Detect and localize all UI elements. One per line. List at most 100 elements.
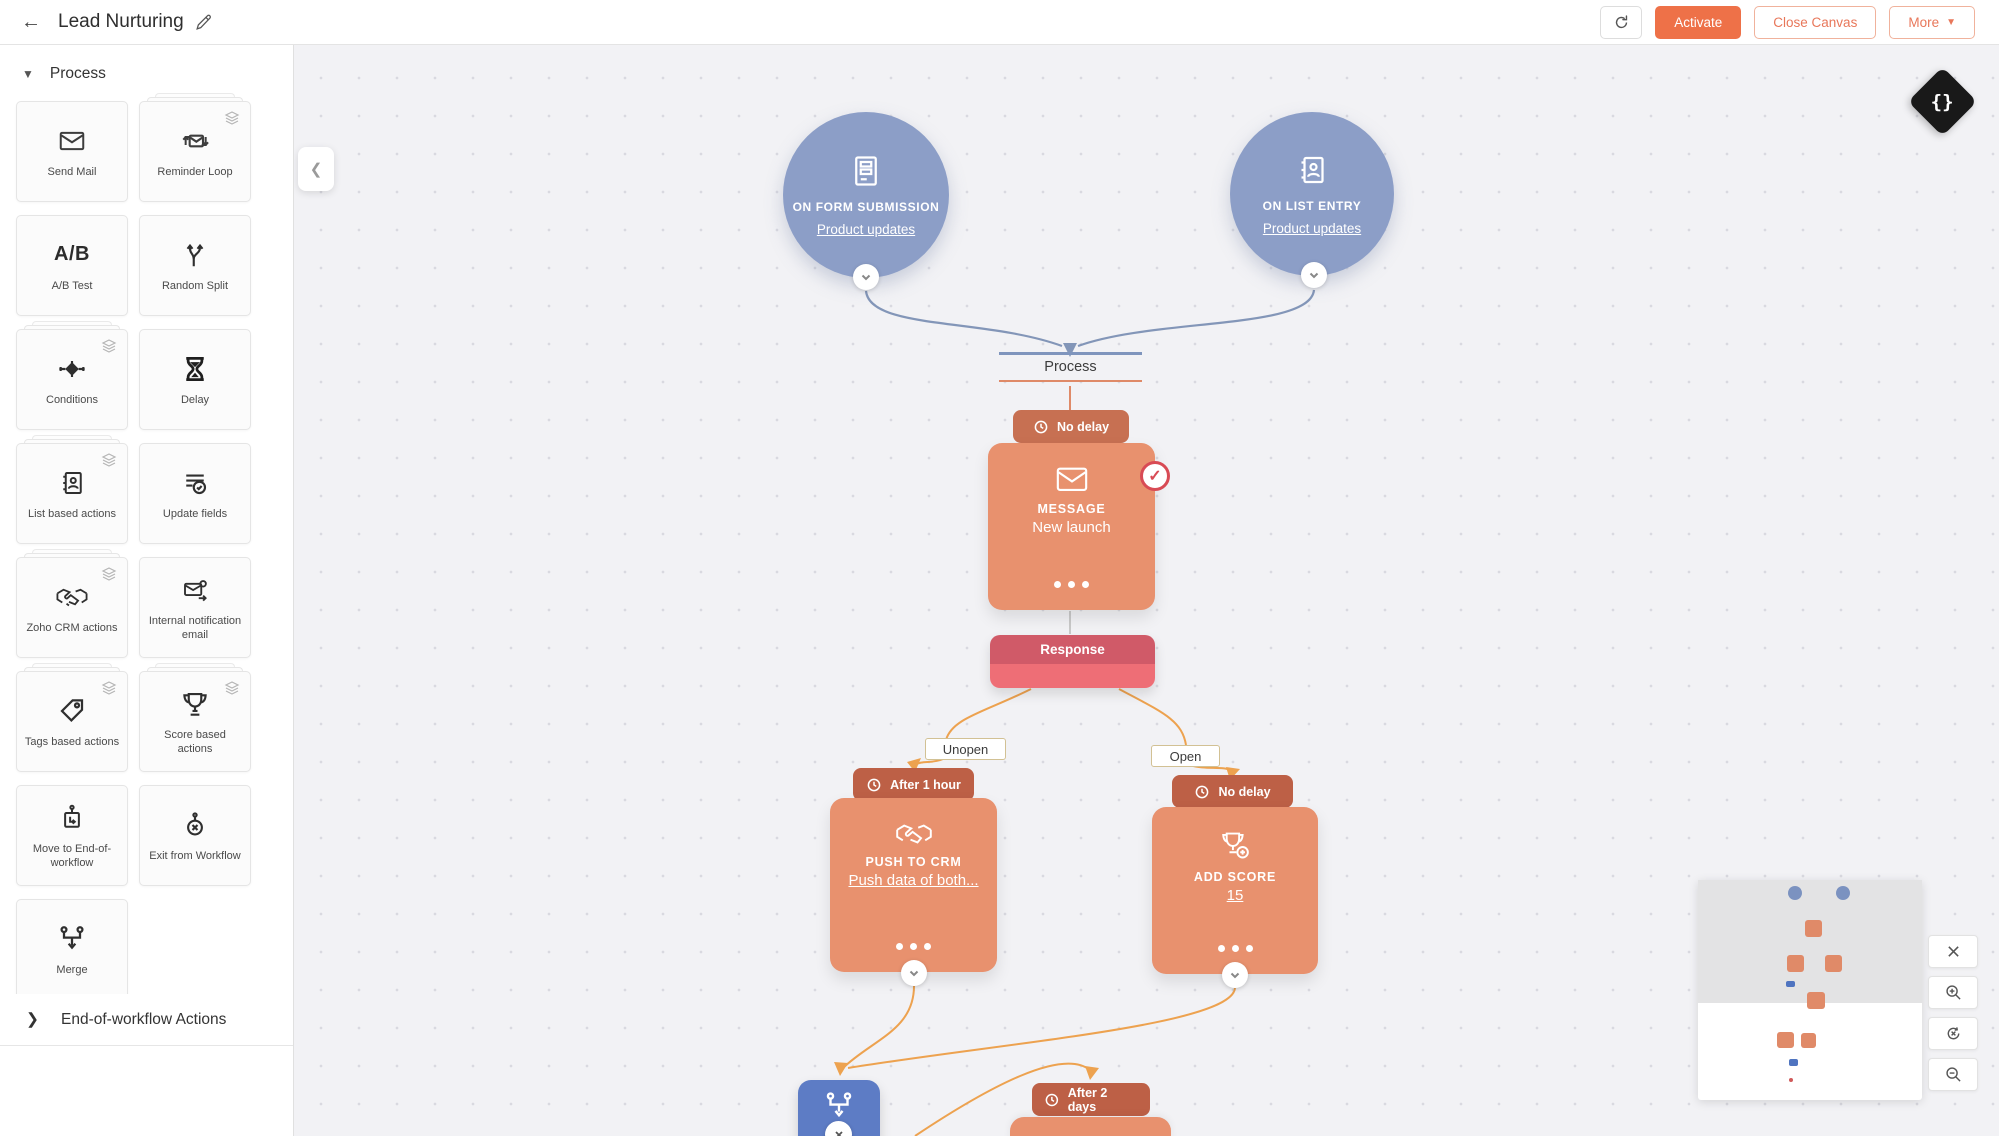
action-card-label: Internal notification email <box>148 614 242 641</box>
action-card-score-based-actions[interactable]: Score based actions <box>139 663 251 772</box>
action-card-internal-notification-email[interactable]: Internal notification email <box>139 557 251 658</box>
hourglass-icon <box>180 352 210 386</box>
action-card-update-fields[interactable]: Update fields <box>139 443 251 544</box>
zoom-in-button[interactable] <box>1928 976 1978 1009</box>
action-card-label: Merge <box>56 963 88 976</box>
back-button[interactable]: ← <box>18 9 44 35</box>
refresh-button[interactable] <box>1600 5 1643 39</box>
clock-icon <box>1034 420 1048 433</box>
node-menu-button[interactable] <box>1152 945 1318 952</box>
handshake-icon <box>55 580 89 614</box>
minimap[interactable] <box>1698 880 1922 1100</box>
eow-section-label: End-of-workflow Actions <box>61 1010 227 1028</box>
trigger-source-link[interactable]: Product updates <box>1262 221 1362 237</box>
delay-badge-no-delay-right[interactable]: No delay <box>1172 775 1293 808</box>
badge-label: After 2 days <box>1067 1085 1108 1114</box>
completed-check-badge: ✓ <box>1140 461 1170 491</box>
merge-icon <box>56 922 88 956</box>
badge-label: After 1 hour <box>890 777 961 792</box>
trophy-icon <box>180 687 210 721</box>
close-canvas-button[interactable]: Close Canvas <box>1754 5 1877 39</box>
minimap-viewport[interactable] <box>1698 880 1922 1003</box>
action-card-ab-test[interactable]: A/B A/B Test <box>16 215 128 316</box>
node-config-link[interactable]: Push data of both... <box>848 872 979 889</box>
delay-badge-after-1-hour[interactable]: After 1 hour <box>853 768 974 801</box>
action-card-move-to-eow[interactable]: Move to End-of-workflow <box>16 785 128 886</box>
action-card-label: List based actions <box>27 507 117 520</box>
edit-title-button[interactable] <box>194 13 213 32</box>
expand-node-button[interactable] <box>853 264 879 290</box>
action-card-exit-from-workflow[interactable]: Exit from Workflow <box>139 785 251 886</box>
add-score-node[interactable]: ADD SCORE 15 <box>1152 807 1318 974</box>
action-card-zoho-crm-actions[interactable]: Zoho CRM actions <box>16 549 128 658</box>
node-menu-button[interactable] <box>830 943 997 950</box>
expand-node-button[interactable] <box>1301 262 1327 288</box>
tag-icon <box>57 694 87 728</box>
action-card-conditions[interactable]: Conditions <box>16 321 128 430</box>
response-split-node[interactable]: Response <box>990 635 1155 688</box>
delay-badge-no-delay[interactable]: No delay <box>1013 410 1129 443</box>
trophy-plus-icon <box>1222 832 1249 859</box>
action-card-label: Update fields <box>162 507 228 520</box>
activate-button[interactable]: Activate <box>1655 5 1742 39</box>
expand-node-button[interactable] <box>1222 962 1248 988</box>
action-card-label: Tags based actions <box>24 735 120 748</box>
action-card-send-mail[interactable]: Send Mail <box>16 101 128 202</box>
expand-node-button[interactable] <box>901 960 927 986</box>
exit-node-button[interactable] <box>825 1121 852 1136</box>
zoom-out-icon <box>1945 1067 1961 1082</box>
refresh-icon <box>1615 14 1627 28</box>
action-card-label: Reminder Loop <box>157 165 233 178</box>
zoom-in-icon <box>1945 985 1961 1000</box>
zoom-controls <box>1928 935 1978 1091</box>
more-label: More <box>1908 14 1940 30</box>
notification-email-icon <box>179 573 211 607</box>
delay-badge-after-2-days[interactable]: After 2 days <box>1032 1083 1150 1116</box>
node-menu-button[interactable] <box>988 581 1155 588</box>
action-card-label: Exit from Workflow <box>149 849 241 862</box>
random-split-icon <box>180 238 210 272</box>
message-node[interactable]: MESSAGE New launch <box>988 443 1155 610</box>
chevron-down-icon <box>909 970 919 977</box>
minimap-node <box>1836 886 1850 900</box>
trigger-source-link[interactable]: Product updates <box>816 222 916 238</box>
response-node-body <box>990 664 1155 688</box>
conditions-icon <box>56 352 88 386</box>
eow-section-header[interactable]: ❯ End-of-workflow Actions <box>0 994 293 1046</box>
action-card-merge[interactable]: Merge <box>16 899 128 1000</box>
node-config-link[interactable]: 15 <box>1226 887 1244 904</box>
chevron-down-icon <box>1230 972 1240 979</box>
minimap-node <box>1801 1033 1816 1048</box>
more-button[interactable]: More ▼ <box>1889 5 1975 39</box>
branch-label-open[interactable]: Open <box>1151 745 1220 767</box>
clock-icon <box>1196 785 1209 798</box>
trigger-type-label: ON FORM SUBMISSION <box>792 199 940 214</box>
action-card-tags-based-actions[interactable]: Tags based actions <box>16 663 128 772</box>
push-to-crm-node[interactable]: PUSH TO CRM Push data of both... <box>830 798 997 972</box>
trigger-type-label: ON LIST ENTRY <box>1262 198 1362 213</box>
minimap-node <box>1807 992 1825 1009</box>
trigger-node-form-submission[interactable]: ON FORM SUBMISSION Product updates <box>783 112 949 278</box>
node-type-label: PUSH TO CRM <box>865 855 962 869</box>
ab-test-icon: A/B <box>54 243 90 266</box>
zoom-out-button[interactable] <box>1928 1058 1978 1091</box>
contact-list-icon <box>57 466 87 500</box>
reset-zoom-button[interactable] <box>1928 1017 1978 1050</box>
action-card-list-based-actions[interactable]: List based actions <box>16 435 128 544</box>
process-actions-grid: Send Mail Reminder Loop A/B A/B Test Ran… <box>0 93 293 1000</box>
process-section-label: Process <box>49 65 106 82</box>
trigger-node-list-entry[interactable]: ON LIST ENTRY Product updates <box>1230 112 1394 276</box>
close-minimap-button[interactable] <box>1928 935 1978 968</box>
branch-label-unopen[interactable]: Unopen <box>925 738 1006 760</box>
action-card-random-split[interactable]: Random Split <box>139 215 251 316</box>
action-card-reminder-loop[interactable]: Reminder Loop <box>139 93 251 202</box>
process-section-header[interactable]: ▼ Process <box>0 45 293 97</box>
close-icon <box>1947 946 1959 957</box>
collapse-sidebar-button[interactable]: ❮ <box>298 147 334 191</box>
layers-icon <box>100 337 118 360</box>
process-text: Process <box>1044 359 1097 375</box>
partial-node[interactable] <box>1010 1117 1171 1136</box>
action-card-delay[interactable]: Delay <box>139 329 251 430</box>
handshake-icon <box>895 824 932 844</box>
